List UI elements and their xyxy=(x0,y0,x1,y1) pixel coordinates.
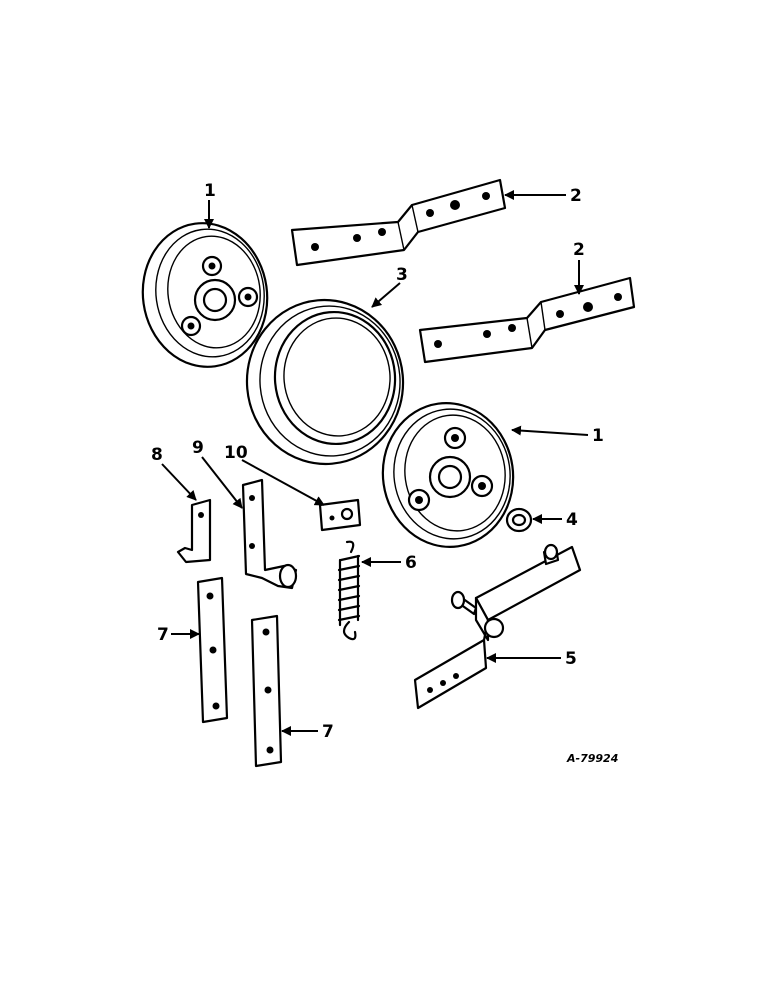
tire xyxy=(245,298,405,466)
bracket-part-9 xyxy=(241,478,298,590)
strap-right xyxy=(250,614,283,768)
callout-8: 8 xyxy=(151,445,163,465)
callout-2-lower: 2 xyxy=(573,240,585,260)
plate-part-10 xyxy=(318,498,362,532)
bracket-part-8 xyxy=(176,498,212,564)
strap-left xyxy=(196,576,229,724)
wheel-lower xyxy=(381,402,515,548)
callout-1-lower: 1 xyxy=(592,426,604,446)
callout-6: 6 xyxy=(405,553,417,573)
bar-upper xyxy=(290,178,507,267)
callout-9: 9 xyxy=(192,438,204,458)
callout-labels: 1 2 2 3 1 4 6 5 7 7 8 9 10 xyxy=(151,181,604,742)
callout-10: 10 xyxy=(224,443,248,463)
wheel-upper xyxy=(141,222,269,368)
spring xyxy=(337,540,361,641)
callout-5: 5 xyxy=(565,649,577,669)
bar-lower xyxy=(418,276,636,364)
bearing xyxy=(505,507,533,533)
callout-3: 3 xyxy=(396,265,408,285)
callout-2-upper: 2 xyxy=(570,186,582,206)
figure-reference: A-79924 xyxy=(566,752,618,765)
callout-4: 4 xyxy=(566,510,578,530)
leader-lines xyxy=(161,190,589,736)
callout-1-upper: 1 xyxy=(204,181,216,201)
arm-assembly xyxy=(413,543,582,710)
callout-7-left: 7 xyxy=(157,625,169,645)
callout-7-right: 7 xyxy=(322,722,334,742)
